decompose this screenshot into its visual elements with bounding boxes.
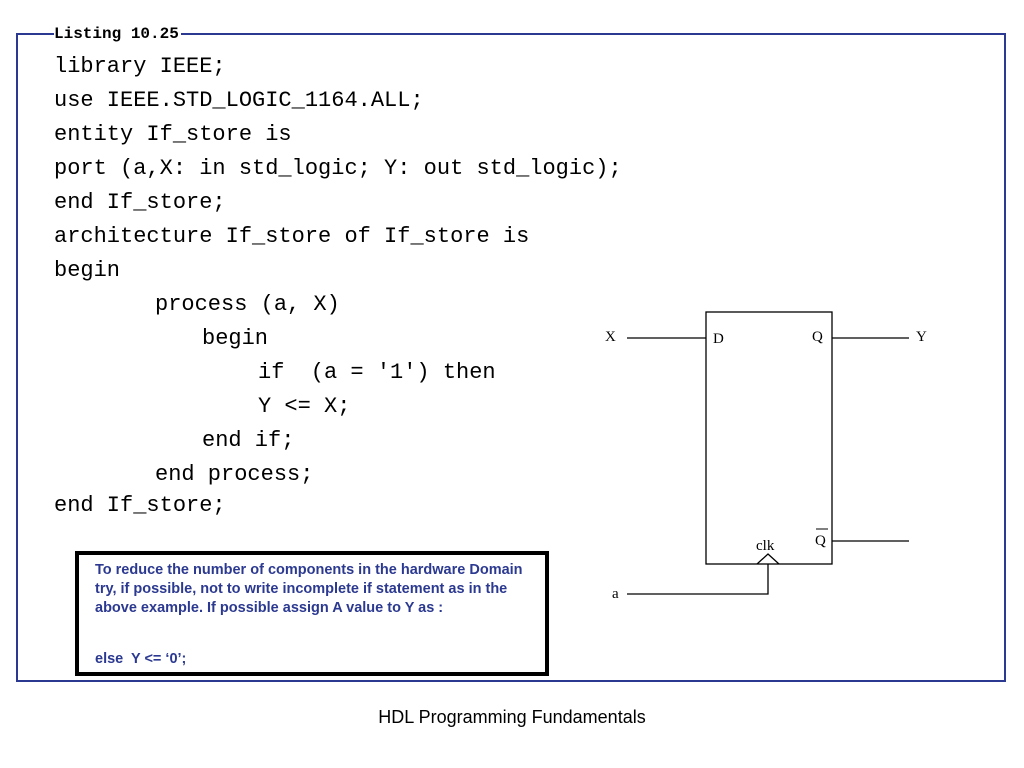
code-line: use IEEE.STD_LOGIC_1164.ALL;	[54, 88, 424, 113]
code-line: process (a, X)	[155, 292, 340, 317]
pin-d-label: D	[713, 331, 724, 347]
code-line: Y <= X;	[258, 394, 351, 419]
input-x-label: X	[605, 329, 616, 345]
pin-q-label: Q	[812, 329, 823, 345]
clock-wire	[627, 564, 769, 595]
code-line: port (a,X: in std_logic; Y: out std_logi…	[54, 156, 622, 181]
pin-clk-label: clk	[756, 538, 775, 554]
note-else-line: else Y <= ‘0’;	[95, 651, 187, 667]
code-line: architecture If_store of If_store is	[54, 224, 530, 249]
code-line: begin	[54, 258, 121, 283]
code-line: begin	[202, 326, 269, 351]
note-box: To reduce the number of components in th…	[75, 551, 549, 676]
listing-title: Listing 10.25	[54, 25, 181, 43]
note-text: To reduce the number of components in th…	[95, 562, 523, 616]
code-line: entity If_store is	[54, 122, 292, 147]
code-line: end process;	[155, 462, 314, 487]
code-line: library IEEE;	[54, 54, 226, 79]
slide-footer: HDL Programming Fundamentals	[378, 707, 646, 727]
pin-qbar-label: Q	[815, 533, 826, 549]
code-line: end If_store;	[54, 190, 226, 215]
input-a-label: a	[612, 586, 619, 602]
slide-frame	[16, 33, 1006, 682]
code-line: end If_store;	[54, 493, 226, 518]
code-line: end if;	[202, 428, 295, 453]
output-y-label: Y	[916, 329, 927, 345]
code-line: if (a = '1') then	[258, 360, 496, 385]
latch-body	[705, 311, 833, 565]
clock-triangle	[756, 553, 780, 565]
